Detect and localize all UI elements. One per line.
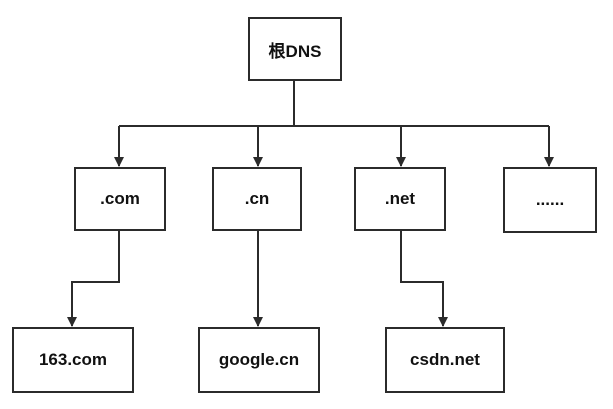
domain-csdn-node: csdn.net [385, 327, 505, 393]
tld-net-node: .net [354, 167, 446, 231]
root-dns-node: 根DNS [248, 17, 342, 81]
domain-google-node: google.cn [198, 327, 320, 393]
arrow-com-to-163 [67, 231, 120, 327]
tld-com-node: .com [74, 167, 166, 231]
arrow-net-to-csdn [400, 231, 448, 327]
domain-163-node: 163.com [12, 327, 134, 393]
tld-cn-node: .cn [212, 167, 302, 231]
tld-ellipsis-node: ...... [503, 167, 597, 233]
